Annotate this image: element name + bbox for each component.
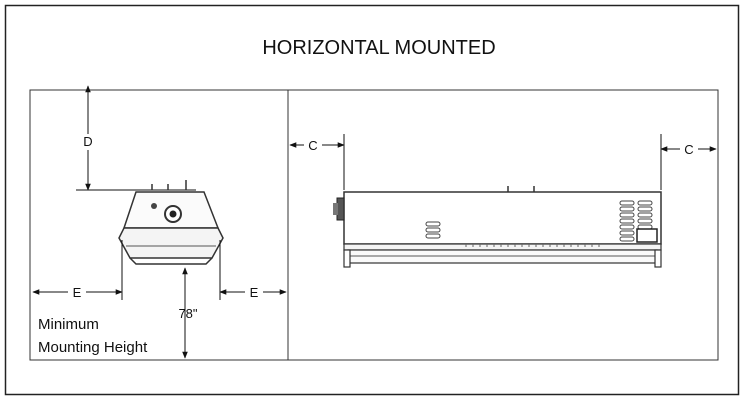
heater-end-view [118, 180, 224, 265]
heater-side-view [333, 186, 662, 268]
mounting-height-label: Mounting Height [38, 339, 148, 356]
diagram-title: HORIZONTAL MOUNTED [262, 37, 495, 59]
d-dimension-label: D [83, 134, 92, 149]
c-right-dimension-label: C [684, 142, 693, 157]
e-right-dimension-label: E [250, 285, 259, 300]
mounting-height-value: 78" [178, 306, 197, 321]
e-left-dimension-label: E [73, 285, 82, 300]
c-left-dimension-label: C [308, 138, 317, 153]
minimum-label: Minimum [38, 316, 99, 333]
